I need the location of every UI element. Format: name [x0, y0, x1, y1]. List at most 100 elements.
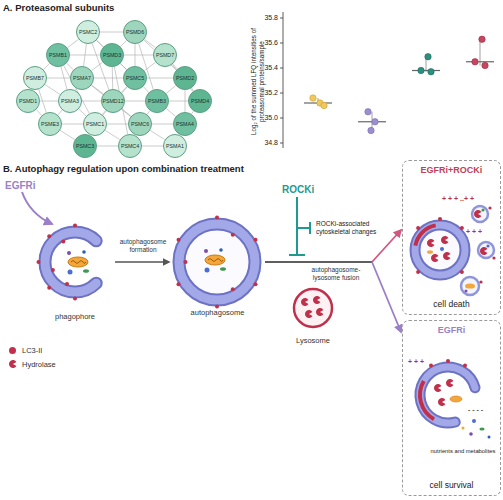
connector — [120, 40, 126, 46]
protein-name: PSMA3 — [61, 98, 79, 104]
panel-heading: A. Proteasomal subunits — [3, 2, 114, 13]
tick-label: 35.2 — [254, 89, 278, 97]
interaction-line — [105, 130, 120, 139]
interaction-line — [82, 101, 101, 102]
protein-name: PSMA1 — [166, 143, 184, 149]
interaction-line — [70, 55, 100, 56]
connector — [150, 130, 165, 139]
cell-survival-drawing — [420, 359, 491, 439]
interaction-line — [166, 109, 175, 117]
outcome-title: EGFRi+ROCKi — [421, 165, 483, 175]
tick-label: 35.6 — [254, 39, 278, 47]
protein-node: PSMC1 — [83, 112, 107, 136]
connector — [82, 101, 101, 102]
lysosome-drawing — [294, 289, 332, 327]
connector — [58, 110, 62, 115]
connector — [47, 78, 70, 79]
connector — [147, 78, 173, 79]
protein-node: PSMA1 — [163, 134, 187, 158]
protein-node: PSMD7 — [153, 43, 177, 67]
interaction-line — [45, 85, 60, 95]
protein-node: PSMD4 — [188, 89, 212, 113]
interaction-line — [145, 39, 156, 47]
connector — [68, 39, 79, 47]
interaction-line — [100, 32, 123, 33]
interaction-line — [107, 124, 128, 125]
interaction-line — [97, 146, 118, 147]
interaction-line — [92, 85, 104, 94]
interaction-line — [120, 40, 126, 46]
connector — [100, 32, 123, 33]
stage-label: phagophore — [55, 312, 95, 322]
protein-name: PSMB7 — [26, 75, 44, 81]
connector — [92, 62, 103, 70]
connector — [145, 39, 156, 47]
protein-name: PSMC3 — [76, 143, 94, 149]
connector — [166, 109, 175, 117]
interaction-line — [166, 86, 175, 94]
legend-text: LC3-II — [22, 346, 42, 355]
connector-label: autophagosome formation — [112, 238, 174, 254]
treatment-label: ROCKi — [282, 184, 314, 196]
interaction-line — [79, 109, 86, 116]
protein-node: PSMD1 — [16, 89, 40, 113]
outcome-box: EGFRi+ROCKicell death — [402, 160, 501, 315]
level-mark: - - - - — [468, 406, 483, 414]
protein-node: PSMA4 — [173, 112, 197, 136]
interaction-line — [125, 101, 145, 102]
interaction-line — [94, 78, 123, 79]
outcome-title: EGFRi — [438, 325, 466, 335]
connector — [107, 124, 128, 125]
protein-name: PSMC4 — [121, 143, 139, 149]
protein-node: PSMD12 — [101, 89, 125, 113]
connector-line — [265, 261, 372, 263]
cell-death-drawing — [415, 206, 496, 295]
connector — [125, 101, 145, 102]
protein-name: PSMD7 — [156, 52, 174, 58]
protein-name: PSMD3 — [103, 52, 121, 58]
outcome-text: cell survival — [430, 480, 474, 490]
protein-name: PSMD12 — [102, 98, 123, 104]
protein-node: PSMC4 — [118, 134, 142, 158]
protein-name: PSMC6 — [131, 121, 149, 127]
protein-node: PSME3 — [38, 112, 62, 136]
connector-line — [372, 262, 401, 332]
protein-name: PSMC1 — [86, 121, 104, 127]
hydrolase-shape — [9, 360, 16, 368]
connector-label: autophagosome-lysosome fusion — [300, 266, 372, 282]
interaction-line — [62, 124, 83, 125]
interaction-line — [47, 78, 70, 79]
connector — [70, 55, 100, 56]
dot-plot — [280, 12, 494, 148]
release-note: nutrients and metabolites — [428, 448, 498, 455]
connector — [121, 87, 126, 93]
protein-node: PSMB3 — [145, 89, 169, 113]
interaction-line — [150, 130, 165, 139]
connector — [60, 130, 75, 139]
tick-label: 35.4 — [254, 64, 278, 72]
phagophore-drawing — [37, 224, 97, 301]
protein-node: PSMB7 — [23, 66, 47, 90]
protein-name: PSMD2 — [176, 75, 194, 81]
outcome-box: EGFRi cell survival — [402, 320, 501, 496]
connector — [62, 124, 83, 125]
tick-label: 34.8 — [254, 139, 278, 147]
connector — [152, 124, 173, 125]
connector — [166, 86, 175, 94]
protein-name: PSME3 — [41, 121, 59, 127]
panel-heading: B. Autophagy regulation upon combination… — [3, 163, 244, 174]
effect-note: ROCKi-associated cytoskeletal changes — [316, 220, 398, 236]
tick-label: 35.0 — [254, 114, 278, 122]
legend-text: Hydrolase — [22, 360, 56, 369]
hydrolase-symbol — [8, 359, 18, 369]
connector-line — [115, 261, 169, 263]
legend-swatch — [9, 347, 16, 354]
stage-label: Lysosome — [296, 336, 330, 346]
connector — [265, 262, 401, 332]
interaction-line — [43, 63, 49, 69]
legend-row: Hydrolase — [8, 357, 56, 371]
protein-name: PSMB1 — [49, 52, 67, 58]
connector — [124, 55, 153, 56]
interaction-line — [124, 55, 153, 56]
